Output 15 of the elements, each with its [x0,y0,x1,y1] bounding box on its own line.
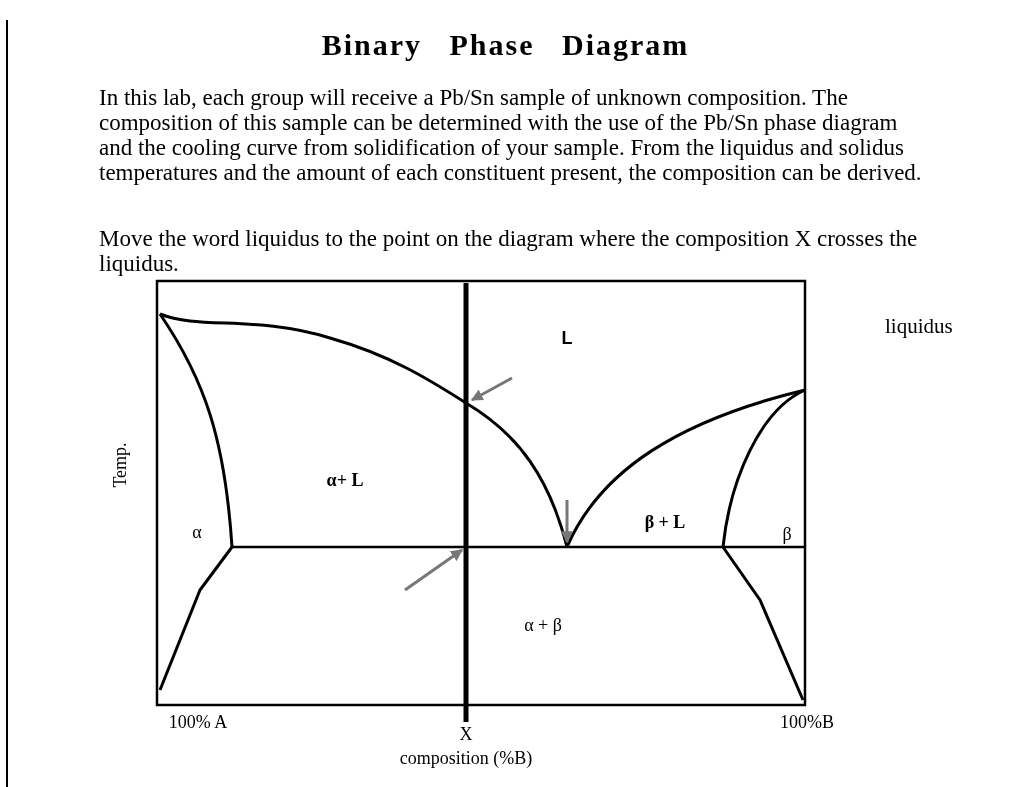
phase-label: β + L [644,512,686,533]
phase-label: β [782,524,792,545]
page-title: Binary Phase Diagram [321,28,690,61]
axis-label: Temp. [109,442,131,488]
phase-label: L [561,328,573,349]
axis-tick-label: X [459,724,473,745]
axis-label: composition (%B) [399,748,533,769]
movable-word: liquidus [885,314,953,339]
axis-tick-label: 100%B [780,712,834,733]
phase-label: α [192,522,202,543]
phase-label: α+ L [326,470,364,491]
instruction-paragraph: Move the word liquidus to the point on the diagram where the composition X crosses the liquidus. [99,226,919,276]
phase-label: α + β [524,615,562,636]
axis-tick-label: 100% A [168,712,228,733]
instruction-paragraph: In this lab, each group will receive a Pb/Sn sample of unknown composition. The composition of this sample can be determined with the use of the Pb/Sn phase diagram and the cooling curve from solidification of your sample. From the liquidus and solidus temperatures and the amount of each constituent present, the composition can be derived. [99,85,923,185]
